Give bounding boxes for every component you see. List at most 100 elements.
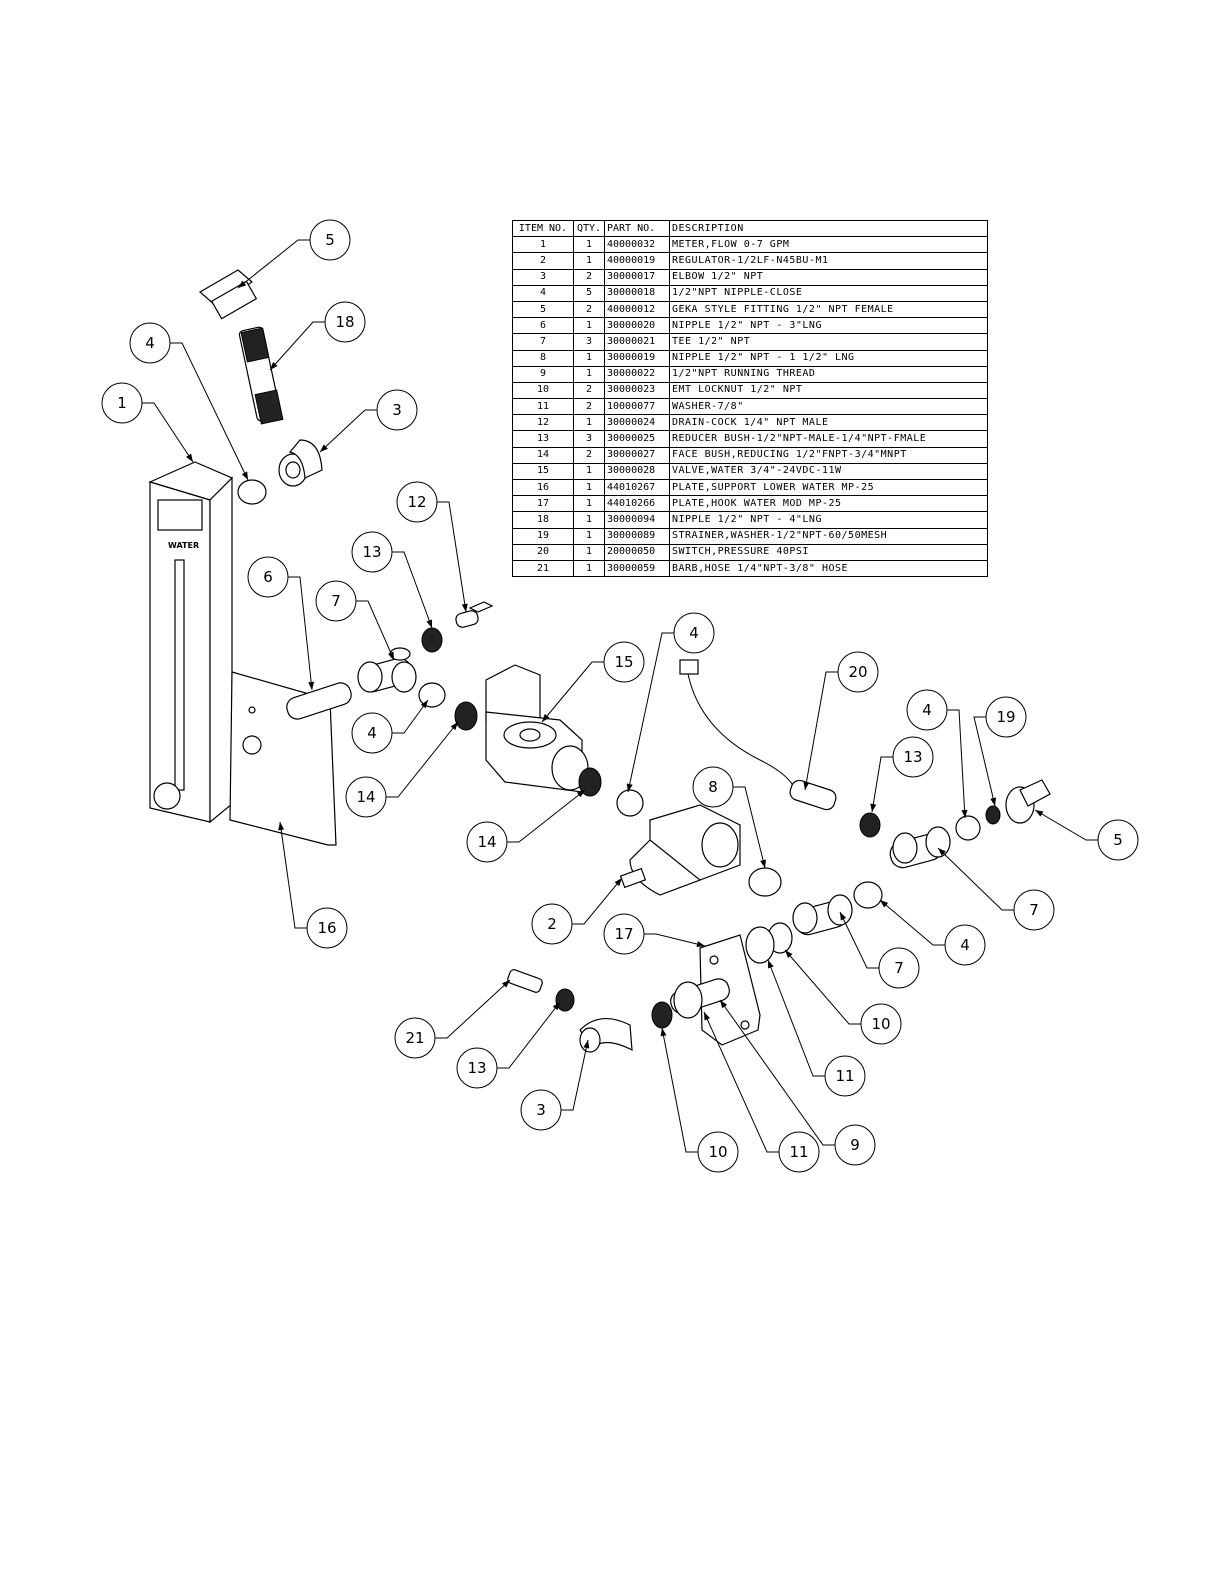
regulator-part: [619, 804, 741, 896]
balloon-number: 4: [145, 334, 155, 352]
leader-line: [437, 501, 467, 613]
parts-layer: WATER: [148, 269, 1051, 1053]
leader-line: [703, 1011, 779, 1153]
bom-cell-desc: PLATE,SUPPORT LOWER WATER MP-25: [669, 478, 988, 497]
bom-cell-desc: SWITCH,PRESSURE 40PSI: [669, 543, 988, 561]
geka-fitting-top-part: [198, 269, 258, 320]
balloon-number: 6: [263, 568, 273, 586]
leader-arrowhead: [614, 878, 622, 887]
leader-arrowhead: [990, 797, 997, 806]
bom-cell-item: 16: [512, 478, 574, 497]
item-balloon: 7: [315, 580, 357, 622]
bom-cell-part: 30000017: [604, 268, 670, 286]
leader-line: [733, 786, 766, 869]
bom-cell-desc: FACE BUSH,REDUCING 1/2"FNPT-3/4"MNPT: [669, 446, 988, 464]
bom-cell-part: 40000032: [604, 236, 670, 254]
leader-arrowhead: [870, 803, 877, 812]
leader-line: [627, 632, 674, 793]
leader-line: [767, 959, 825, 1077]
bom-cell-desc: 1/2"NPT RUNNING THREAD: [669, 365, 988, 383]
balloon-number: 5: [325, 231, 335, 249]
bom-cell-desc: WASHER-7/8": [669, 398, 988, 416]
bom-cell-part: 30000021: [604, 333, 670, 351]
bom-cell-item: 8: [512, 349, 574, 367]
bom-cell-qty: 1: [573, 414, 605, 432]
bom-cell-desc: REDUCER BUSH-1/2"NPT-MALE-1/4"NPT-FMALE: [669, 430, 988, 448]
bom-cell-qty: 1: [573, 543, 605, 561]
bom-cell-item: 12: [512, 414, 574, 432]
leader-arrowhead: [720, 1000, 728, 1009]
bom-cell-item: 4: [512, 284, 574, 302]
bom-cell-qty: 2: [573, 381, 605, 400]
leader-arrowhead: [1035, 810, 1044, 817]
balloon-number: 9: [850, 1136, 860, 1154]
bom-cell-item: 11: [512, 398, 574, 416]
leader-line: [572, 877, 623, 925]
leader-arrowhead: [502, 980, 510, 988]
bom-header-part: PART NO.: [604, 219, 670, 238]
bom-cell-part: 30000059: [604, 559, 670, 578]
bom-cell-part: 10000077: [604, 398, 670, 416]
leader-line: [839, 911, 879, 969]
nipple-4in-part: [238, 326, 284, 425]
item-balloon: 11: [778, 1131, 820, 1173]
bom-cell-qty: 3: [573, 430, 605, 448]
leader-arrowhead: [961, 809, 968, 818]
balloon-number: 8: [708, 778, 718, 796]
leader-line: [319, 409, 377, 453]
leader-line: [973, 716, 996, 807]
bom-cell-part: 30000094: [604, 511, 670, 529]
balloon-number: 21: [405, 1029, 424, 1047]
item-balloon: 7: [878, 947, 920, 989]
bom-cell-qty: 2: [573, 300, 605, 319]
bom-cell-part: 30000023: [604, 381, 670, 400]
balloon-number: 13: [903, 748, 922, 766]
leader-arrowhead: [803, 781, 810, 790]
item-balloon: 8: [692, 766, 734, 808]
bom-cell-part: 40000019: [604, 252, 670, 270]
face-bush-1-part: [454, 701, 478, 731]
hose-barb-part: [507, 969, 543, 993]
item-balloon: 17: [603, 913, 645, 955]
bom-cell-item: 20: [512, 543, 574, 561]
strainer-washer-part: [985, 805, 1001, 825]
bom-cell-desc: METER,FLOW 0-7 GPM: [669, 236, 988, 254]
leader-arrowhead: [308, 681, 315, 690]
item-balloon: 13: [456, 1047, 498, 1089]
balloon-number: 10: [708, 1143, 727, 1161]
bom-cell-desc: DRAIN-COCK 1/4" NPT MALE: [669, 414, 988, 432]
bom-cell-item: 5: [512, 300, 574, 319]
bom-cell-qty: 1: [573, 511, 605, 529]
running-thread-part: [670, 978, 730, 1019]
item-balloon: 3: [520, 1089, 562, 1131]
tee-right-part: [889, 826, 951, 869]
bom-cell-qty: 3: [573, 333, 605, 351]
leader-arrowhead: [542, 713, 550, 722]
balloon-number: 7: [331, 592, 341, 610]
washer-1-part: [745, 926, 775, 964]
bom-header-qty: QTY.: [573, 219, 605, 238]
bom-cell-part: 20000050: [604, 543, 670, 561]
item-balloon: 5: [309, 219, 351, 261]
locknut-2-part: [651, 1001, 673, 1029]
balloon-number: 3: [536, 1101, 546, 1119]
balloon-number: 11: [789, 1143, 808, 1161]
bom-cell-desc: STRAINER,WASHER-1/2"NPT-60/50MESH: [669, 527, 988, 545]
leader-arrowhead: [388, 651, 394, 660]
bom-cell-qty: 2: [573, 268, 605, 286]
leader-arrowhead: [238, 280, 247, 288]
item-balloon: 19: [985, 696, 1027, 738]
leader-arrowhead: [938, 848, 946, 856]
item-balloon: 4: [944, 924, 986, 966]
leader-line: [804, 671, 838, 791]
nipple-3in-part: [286, 682, 352, 720]
bom-cell-part: 30000025: [604, 430, 670, 448]
bom-cell-part: 30000018: [604, 284, 670, 302]
leader-line: [237, 239, 310, 289]
